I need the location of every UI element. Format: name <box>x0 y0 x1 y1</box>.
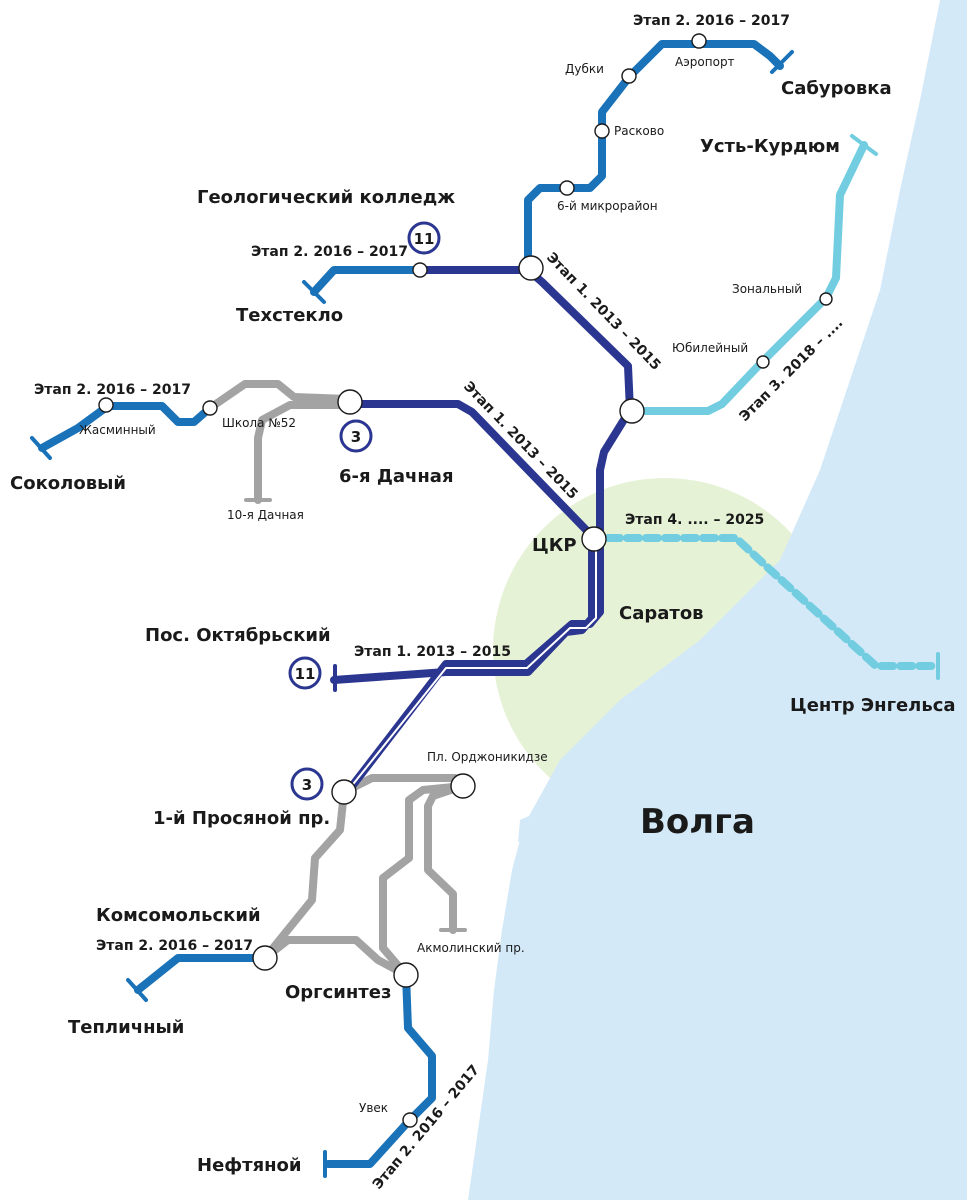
station-tekhsteklo-approach[interactable] <box>412 262 428 278</box>
route-badge-3-bottom <box>290 767 324 801</box>
station-raskovo[interactable] <box>594 123 610 139</box>
station-shkola52[interactable] <box>202 400 218 416</box>
station-yubileyny[interactable] <box>756 355 770 369</box>
route-badge-3-top <box>339 419 373 453</box>
label-zonalny: Зональный <box>732 282 802 296</box>
stage1-label-middle: Этап 1. 2013 – 2015 <box>460 379 581 503</box>
station-geo-college[interactable] <box>518 255 544 281</box>
route-badge-11-top <box>407 221 441 255</box>
station-tskr[interactable] <box>581 526 607 552</box>
stage4-line-engels <box>604 534 942 670</box>
stage1-label-oktyabrsky: Этап 1. 2013 – 2015 <box>354 644 511 660</box>
route-badge-11-bottom-label: 11 <box>295 665 316 683</box>
stage2-teplichny-bar <box>126 978 148 1002</box>
label-pos-oktyabrsky: Пос. Октябрьский <box>145 625 331 646</box>
label-geo-college: Геологический колледж <box>197 187 455 208</box>
label-dubki: Дубки <box>565 62 604 76</box>
station-komsomolsky[interactable] <box>252 945 278 971</box>
label-akmolinsky: Акмолинский пр. <box>417 941 525 955</box>
existing-line-sokolovy-branch <box>206 380 352 412</box>
stage2-label-saburovka: Этап 2. 2016 – 2017 <box>633 13 790 29</box>
label-mkr6: 6-й микрорайон <box>557 199 658 213</box>
stage2-tekhsteklo-bar <box>302 280 326 304</box>
stage2-saburovka-bar <box>770 50 794 74</box>
stage2-sokolovy-bar <box>30 436 52 460</box>
volga-river <box>468 0 967 1200</box>
label-saburovka: Сабуровка <box>781 78 892 99</box>
existing-line-dachnaya10-branch <box>254 401 352 504</box>
stage1-parallel-outline <box>341 539 597 799</box>
route-badges: 11 3 11 3 <box>288 221 441 801</box>
stage2-label-tekhsteklo: Этап 2. 2016 – 2017 <box>251 244 408 260</box>
label-saratov: Саратов <box>619 603 704 624</box>
label-yubileyny: Юбилейный <box>672 341 748 355</box>
stage4-label: Этап 4. .... – 2025 <box>625 512 764 528</box>
label-zhasminny: Жасминный <box>79 423 156 437</box>
label-dachnaya6: 6-я Дачная <box>339 466 454 487</box>
stage3-line-ust-kurdyum <box>628 141 868 415</box>
stage2-label-sokolovy: Этап 2. 2016 – 2017 <box>34 382 191 398</box>
station-aeroport[interactable] <box>691 33 707 49</box>
stage2-line-tekhsteklo <box>310 266 424 296</box>
stations <box>98 33 833 1128</box>
station-mkr6[interactable] <box>559 180 575 196</box>
label-prosyanoy: 1-й Просяной пр. <box>153 808 330 829</box>
label-teplichny: Тепличный <box>68 1017 184 1038</box>
label-uvek: Увек <box>359 1101 388 1115</box>
route-badge-3-top-label: 3 <box>351 428 361 446</box>
station-ust-kurdyum-junction[interactable] <box>619 398 645 424</box>
stage2-line-neftyanoy <box>324 971 436 1168</box>
route-badge-3-bottom-label: 3 <box>302 776 312 794</box>
existing-line-komsomolsky-orgsintez <box>261 936 410 979</box>
stage1-line-dachnaya-tskr <box>330 400 596 684</box>
stage1-lines <box>330 266 634 799</box>
label-neftyanoy: Нефтяной <box>197 1155 302 1176</box>
stage2-line-sokolovy <box>38 402 214 452</box>
stage4-line <box>604 534 942 680</box>
label-sokolovy: Соколовый <box>10 473 126 494</box>
existing-line-akmolinsky-branch <box>424 782 467 934</box>
river-pier <box>518 812 538 842</box>
station-orgsintez[interactable] <box>393 962 419 988</box>
label-komsomolsky: Комсомольский <box>96 905 261 926</box>
label-shkola52: Школа №52 <box>222 416 296 430</box>
stage2-label-neftyanoy: Этап 2. 2016 – 2017 <box>370 1062 483 1193</box>
station-zhasminny[interactable] <box>98 397 114 413</box>
existing-line-orgsintez-ordzhonikidze <box>379 782 467 979</box>
route-badge-11-top-label: 11 <box>414 230 435 248</box>
station-ordzhonikidze[interactable] <box>450 773 476 799</box>
stage3-line <box>628 134 878 415</box>
label-engels: Центр Энгельса <box>790 695 956 716</box>
station-dachnaya6[interactable] <box>337 389 363 415</box>
label-raskovo: Расково <box>614 124 664 138</box>
label-orgsintez: Оргсинтез <box>285 982 391 1003</box>
label-aeroport: Аэропорт <box>675 55 735 69</box>
stage2-label-teplichny: Этап 2. 2016 – 2017 <box>96 938 253 954</box>
station-prosyanoy[interactable] <box>331 779 357 805</box>
stage2-line-saburovka <box>524 40 784 272</box>
station-dubki[interactable] <box>621 68 637 84</box>
existing-line-prosyanoy-komsomolsky <box>261 788 348 962</box>
label-tekhsteklo: Техстекло <box>236 305 343 326</box>
river-label: Волга <box>640 802 755 842</box>
stage3-terminal-bar <box>850 134 878 156</box>
station-uvek[interactable] <box>402 1112 418 1128</box>
label-ordzhonikidze: Пл. Орджоникидзе <box>427 750 548 764</box>
background <box>468 0 967 1200</box>
stage1-line-tekhsteklo-tskr <box>342 266 634 798</box>
route-badge-11-bottom <box>288 656 322 690</box>
label-tskr: ЦКР <box>532 535 577 556</box>
stage2-line-teplichny <box>134 954 269 994</box>
label-ust-kurdyum: Усть-Курдюм <box>700 136 840 157</box>
station-labels: Сабуровка Аэропорт Дубки Расково 6-й мик… <box>10 55 956 1176</box>
stage2-lines <box>30 40 794 1178</box>
stage1-label-upper: Этап 1. 2013 – 2015 <box>543 250 664 374</box>
label-dachnaya10: 10-я Дачная <box>227 508 304 522</box>
station-zonalny[interactable] <box>819 292 833 306</box>
